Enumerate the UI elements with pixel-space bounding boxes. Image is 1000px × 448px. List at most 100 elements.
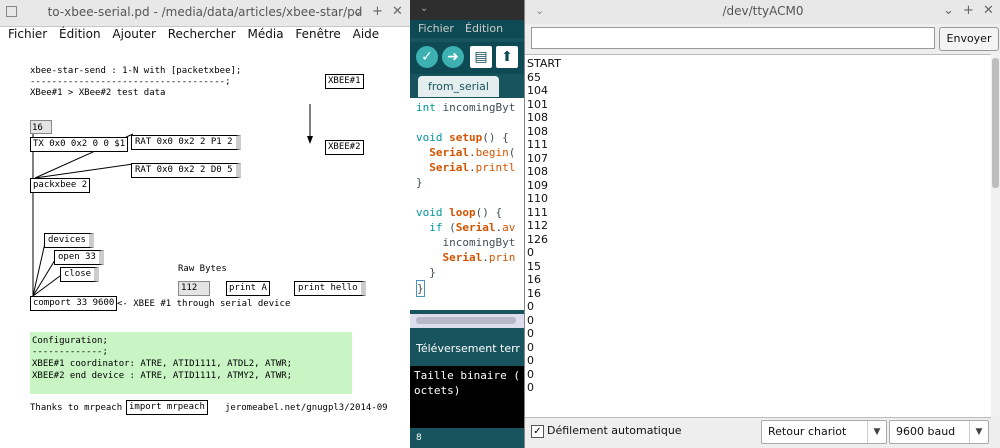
serial-titlebar[interactable]: ⌄ /dev/ttyACM0 ⌄ + ✕ <box>525 0 1000 24</box>
code-editor[interactable]: int incomingByt void setup() { Serial.be… <box>410 98 525 310</box>
code-token: if <box>416 221 443 234</box>
upload-icon[interactable]: ➜ <box>442 46 464 68</box>
config-line-2: -------------; <box>32 347 108 357</box>
menu-aide[interactable]: Aide <box>352 27 380 41</box>
serial-send-input[interactable] <box>531 27 935 49</box>
number-112[interactable]: 112 <box>178 281 210 296</box>
serial-output-line: 0 <box>527 246 534 259</box>
arduino-tabbar: from_serial <box>410 74 525 98</box>
bang-button[interactable] <box>30 120 52 134</box>
import-mrpeach-object[interactable]: import mrpeach <box>126 400 208 415</box>
serial-output-line: 0 <box>527 381 534 394</box>
serial-output-line: 109 <box>527 178 548 192</box>
serial-scrollbar-thumb[interactable] <box>992 58 999 188</box>
new-file-icon[interactable]: ▤ <box>470 46 492 68</box>
serial-window-title: /dev/ttyACM0 <box>722 4 804 18</box>
arduino-menu-fichier[interactable]: Fichier <box>418 22 454 35</box>
code-token: () { <box>482 131 509 144</box>
pd-patch-canvas[interactable]: xbee-star-send : 1-N with [packetxbee]; … <box>0 50 410 448</box>
chevron-down-icon: ▼ <box>969 421 988 443</box>
serial-maximize-icon[interactable]: + <box>963 3 974 18</box>
serial-output-line: 0 <box>527 354 534 367</box>
serial-vertical-scrollbar[interactable] <box>991 54 1000 416</box>
code-line-12: } <box>416 266 436 279</box>
menu-media[interactable]: Média <box>247 27 284 41</box>
serial-output-line: START <box>527 57 561 70</box>
code-token: . <box>468 146 476 159</box>
close-message[interactable]: close <box>60 267 100 282</box>
baud-rate-select[interactable]: 9600 baud ▼ <box>889 420 989 444</box>
number-16[interactable]: 16 <box>32 123 43 133</box>
serial-output-line: 111 <box>527 205 548 219</box>
verify-icon[interactable]: ✓ <box>416 46 438 68</box>
menu-fenetre[interactable]: Fenêtre <box>295 27 341 41</box>
line-ending-select[interactable]: Retour chariot ▼ <box>761 420 887 444</box>
comport-object[interactable]: comport 33 9600 <box>30 296 118 311</box>
code-line-4: Serial.begin( <box>416 145 515 160</box>
configuration-comment-box: Configuration; -------------; XBEE#1 coo… <box>30 332 352 394</box>
scrollbar-thumb[interactable] <box>416 317 516 324</box>
tab-from-serial[interactable]: from_serial <box>418 76 499 97</box>
arduino-titlebar[interactable]: ⌄ <box>410 0 525 20</box>
serial-output-line: 0 <box>527 340 534 354</box>
code-token: . <box>482 251 489 264</box>
editor-horizontal-scrollbar[interactable] <box>410 314 525 328</box>
pd-window: to-xbee-serial.pd - /media/data/articles… <box>0 0 410 448</box>
arduino-window-menu-icon[interactable]: ⌄ <box>420 3 429 14</box>
serial-output-line: 108 <box>527 124 548 138</box>
serial-output-line: 104 <box>527 84 548 97</box>
devices-message[interactable]: devices <box>44 233 94 248</box>
code-token: prin <box>488 251 516 264</box>
code-token: ( <box>508 146 516 159</box>
print-a-object[interactable]: print A <box>226 281 270 296</box>
arduino-ide-window: ⌄ Fichier Édition ✓ ➜ ▤ ⬆ from_serial in… <box>410 0 525 448</box>
print-hello-message[interactable]: print hello <box>294 281 366 296</box>
close-icon[interactable]: ✕ <box>392 4 403 19</box>
send-button[interactable]: Envoyer <box>939 27 999 51</box>
code-token: incomingByt <box>435 101 516 114</box>
arduino-toolbar: ✓ ➜ ▤ ⬆ <box>410 42 525 74</box>
arduino-console: Taille binaire ( octets) <box>410 366 525 428</box>
window-menu-icon[interactable] <box>6 6 17 17</box>
code-token: Serial <box>416 251 483 264</box>
xbee1-subpatch[interactable]: XBEE#1 <box>325 74 364 89</box>
code-line-10: incomingByt <box>416 236 516 249</box>
console-line-2: octets) <box>414 384 461 397</box>
arduino-menu-edition[interactable]: Édition <box>465 22 504 35</box>
serial-output-line: 101 <box>527 97 548 111</box>
code-token: loop <box>449 206 476 219</box>
rat-p1-message[interactable]: RAT 0x0 0x2 2 P1 2 <box>131 135 241 150</box>
upload-status-bar: Téléversement terr <box>410 332 525 366</box>
code-token: int <box>416 101 436 114</box>
serial-minimize-icon[interactable]: ⌄ <box>943 3 954 18</box>
serial-output-line: 126 <box>527 232 548 246</box>
code-line-3: void setup() { <box>416 130 509 145</box>
open-message[interactable]: open 33 <box>54 250 104 265</box>
open-file-icon[interactable]: ⬆ <box>496 46 518 68</box>
pd-titlebar[interactable]: to-xbee-serial.pd - /media/data/articles… <box>0 0 410 27</box>
code-token: Serial <box>455 221 496 234</box>
maximize-icon[interactable]: + <box>372 4 383 19</box>
rat-d0-message[interactable]: RAT 0x0 0x2 2 D0 5 <box>131 163 241 178</box>
menu-rechercher[interactable]: Rechercher <box>167 27 236 41</box>
xbee2-subpatch[interactable]: XBEE#2 <box>325 140 364 155</box>
menu-edition[interactable]: Édition <box>59 27 101 41</box>
arduino-footer: 8 <box>410 428 525 448</box>
menu-fichier[interactable]: Fichier <box>8 27 48 41</box>
autoscroll-checkbox[interactable]: ✓ <box>531 425 544 438</box>
tx-message[interactable]: TX 0x0 0x2 0 0 $1 <box>30 137 129 152</box>
code-token: begin <box>475 146 509 159</box>
code-token: Serial <box>416 146 469 159</box>
arduino-menubar: Fichier Édition <box>410 20 525 38</box>
upload-status-text: Téléversement terr <box>416 342 520 355</box>
menu-ajouter[interactable]: Ajouter <box>112 27 156 41</box>
code-token: setup <box>449 131 483 144</box>
serial-close-icon[interactable]: ✕ <box>983 3 994 18</box>
serial-output-line: 110 <box>527 192 548 205</box>
packxbee-object[interactable]: packxbee 2 <box>30 178 91 193</box>
serial-output-line: 0 <box>527 300 534 313</box>
minimize-icon[interactable]: ⌄ <box>352 4 363 19</box>
serial-window-menu-icon[interactable]: ⌄ <box>535 4 545 17</box>
